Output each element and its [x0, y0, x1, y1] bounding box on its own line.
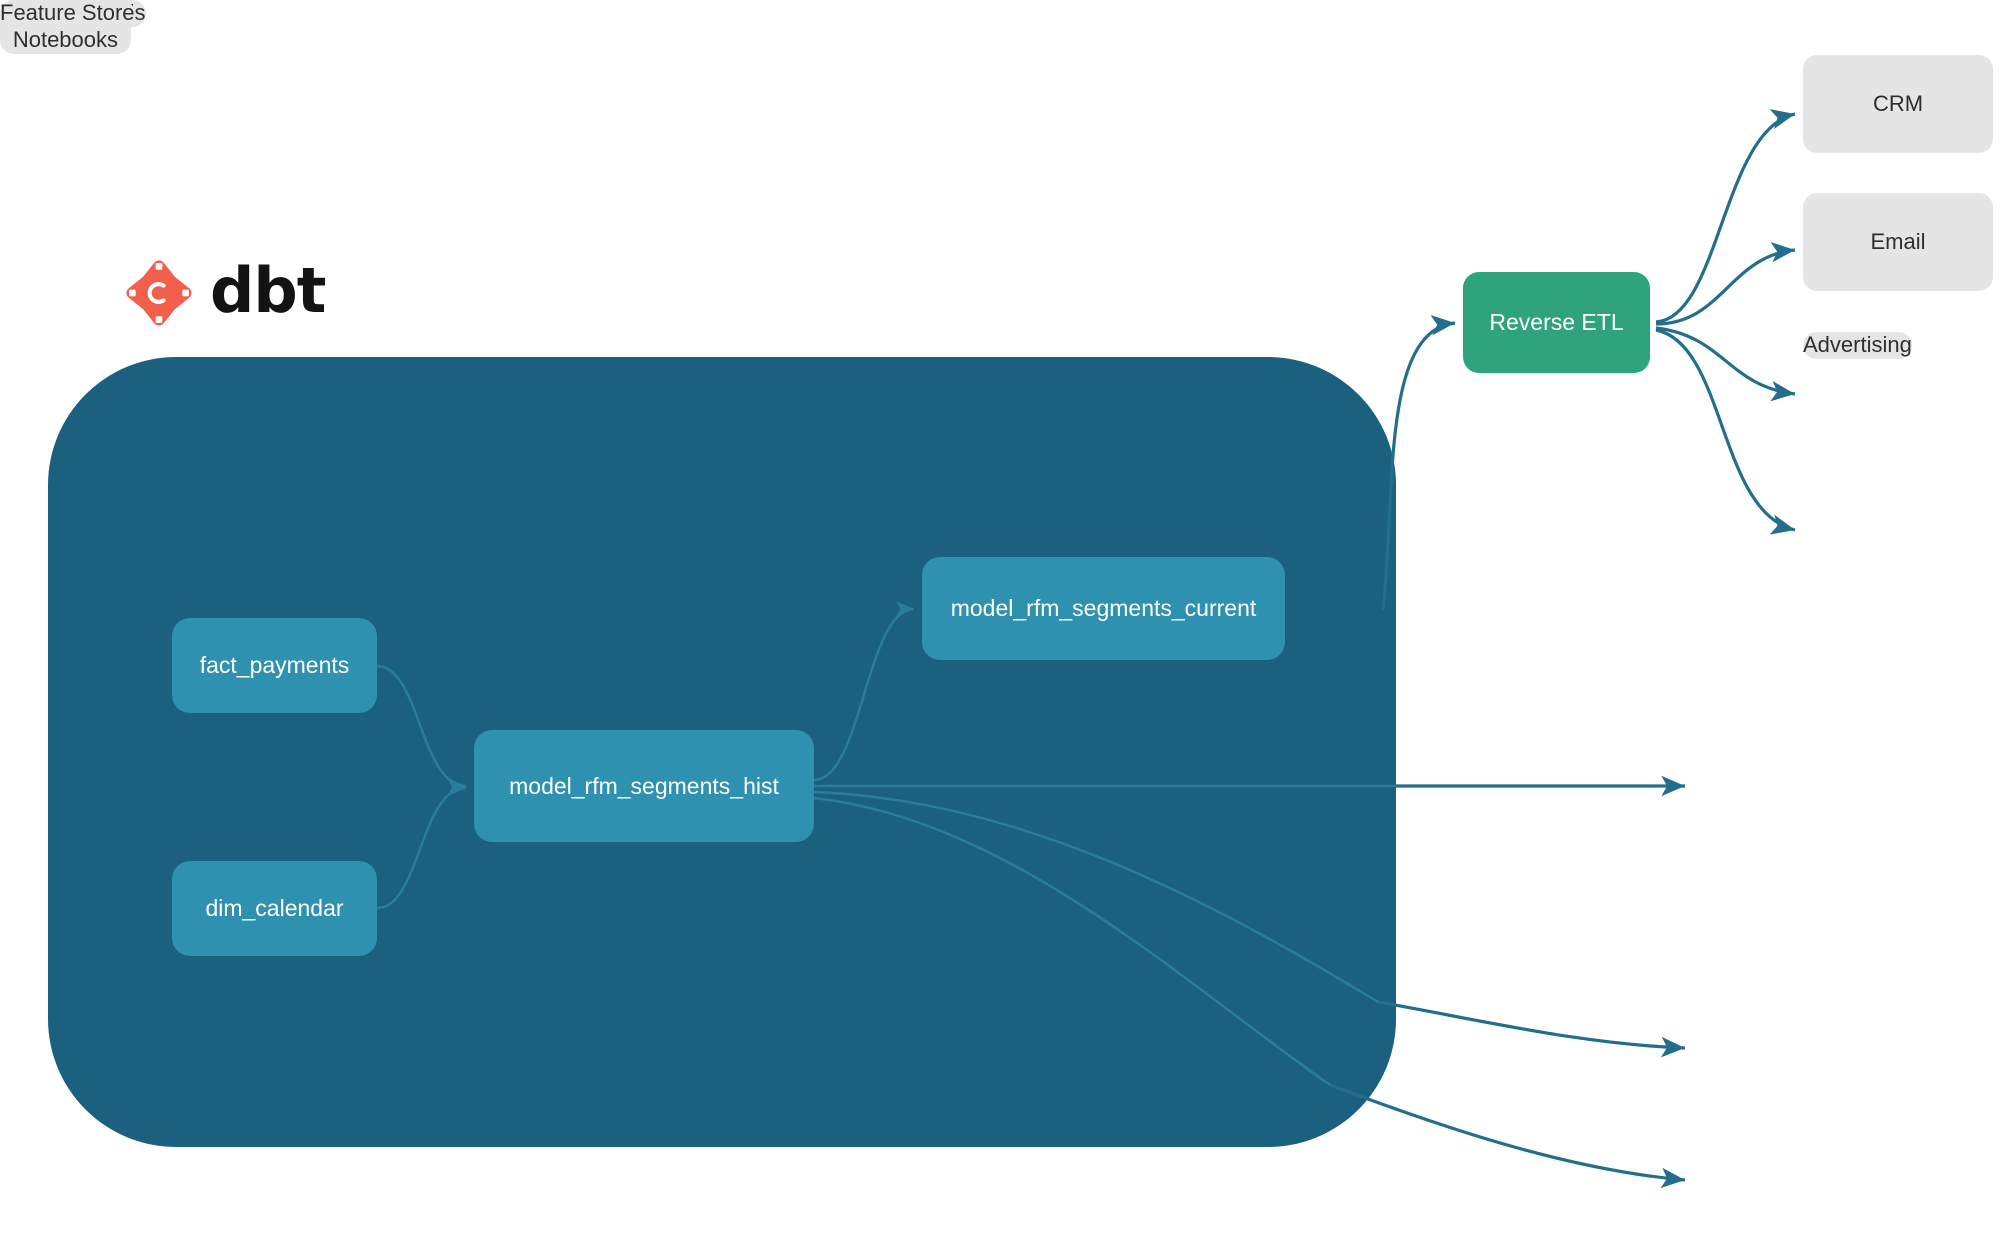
destination-label: CRM: [1872, 90, 1924, 116]
reverse-etl-node[interactable]: Reverse ETL: [1463, 272, 1650, 373]
model-node-rfm-segments-hist[interactable]: model_rfm_segments_hist: [474, 730, 814, 842]
destination-label: Feature Store: [0, 0, 135, 25]
destination-node-advertising[interactable]: Advertising: [1803, 332, 1912, 359]
destination-label: Advertising: [1803, 332, 1912, 357]
dbt-logo: dbt: [122, 254, 326, 330]
model-node-label: model_rfm_segments_current: [950, 595, 1257, 622]
destination-label-line2: Notebooks: [12, 26, 119, 52]
model-node-dim-calendar[interactable]: dim_calendar: [172, 861, 377, 956]
model-node-fact-payments[interactable]: fact_payments: [172, 618, 377, 713]
dbt-logo-icon: [126, 260, 192, 326]
model-node-rfm-segments-current[interactable]: model_rfm_segments_current: [922, 557, 1285, 660]
destination-node-feature-store[interactable]: Feature Store: [0, 0, 135, 27]
model-node-label: fact_payments: [199, 652, 350, 679]
destination-node-crm[interactable]: CRM: [1803, 55, 1993, 153]
destination-label: Email: [1870, 228, 1926, 254]
dbt-wordmark: dbt: [210, 254, 326, 327]
model-node-label: dim_calendar: [205, 895, 344, 922]
model-node-label: model_rfm_segments_hist: [509, 772, 779, 799]
destination-node-email[interactable]: Email: [1803, 193, 1993, 291]
reverse-etl-label: Reverse ETL: [1489, 309, 1624, 336]
